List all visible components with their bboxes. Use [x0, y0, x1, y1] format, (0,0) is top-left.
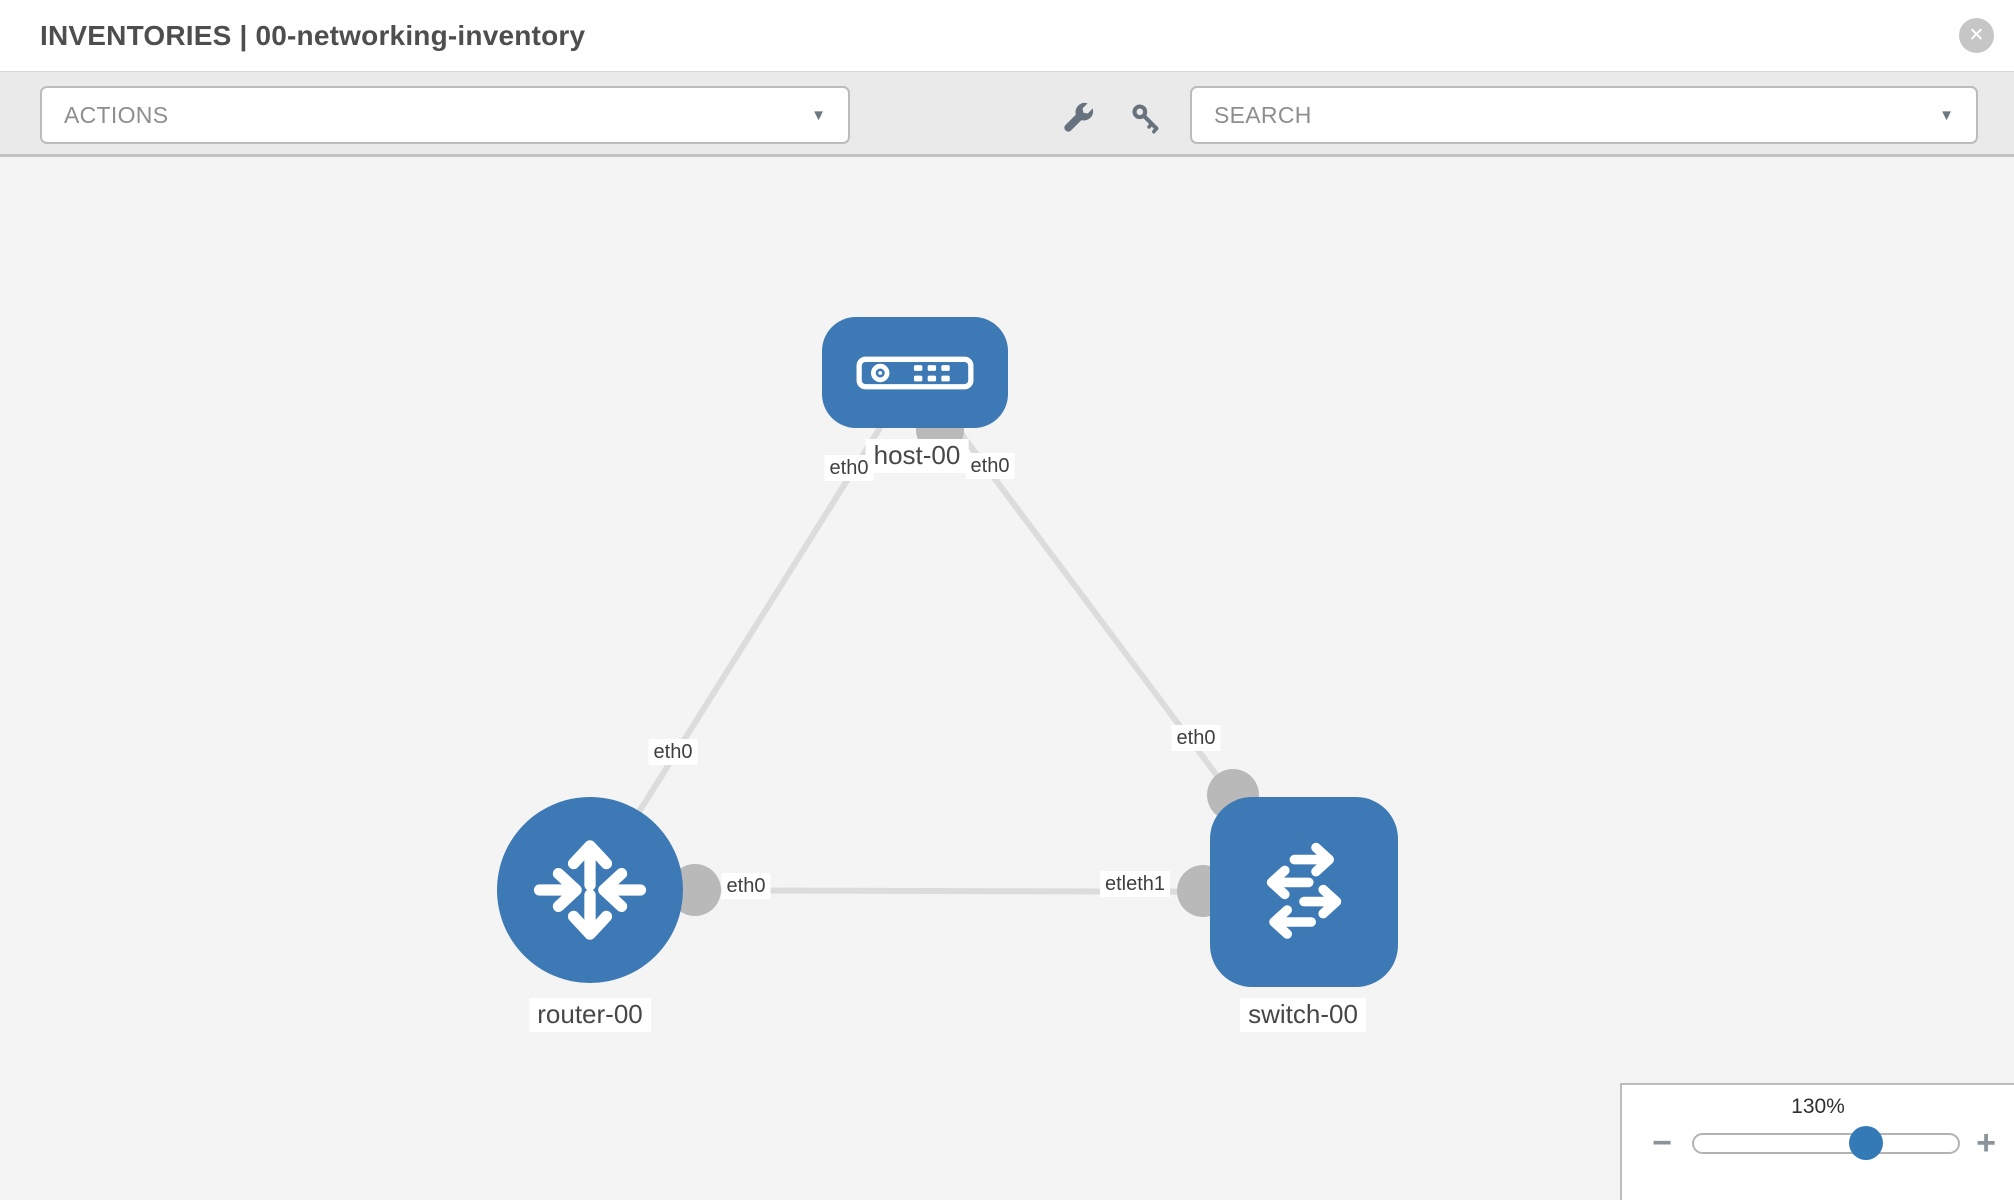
- actions-dropdown-label: ACTIONS: [64, 101, 169, 128]
- node-label-switch[interactable]: switch-00: [1240, 998, 1366, 1032]
- key-button[interactable]: [1126, 98, 1166, 138]
- interface-label-host-router-b: eth0: [648, 739, 698, 765]
- search-dropdown-label: SEARCH: [1214, 101, 1312, 128]
- topology-canvas[interactable]: host-00 router-00 switch-00 eth0 eth0 et…: [0, 157, 2014, 1200]
- key-icon: [1132, 104, 1159, 134]
- minus-icon: −: [1652, 1123, 1672, 1162]
- interface-label-router-switch-b: etleth1: [1099, 871, 1171, 897]
- page-title: INVENTORIES | 00-networking-inventory: [40, 19, 586, 51]
- switch-arrows-icon: [1266, 842, 1342, 939]
- zoom-out-button[interactable]: −: [1642, 1123, 1682, 1163]
- chevron-down-icon: ▼: [1939, 106, 1954, 124]
- zoom-in-button[interactable]: +: [1966, 1123, 2006, 1163]
- close-button[interactable]: ✕: [1959, 18, 1994, 53]
- zoom-slider-handle[interactable]: [1849, 1126, 1883, 1160]
- search-dropdown[interactable]: SEARCH ▼: [1190, 86, 1978, 144]
- zoom-level-text: 130%: [1791, 1095, 1845, 1118]
- interface-label-host-router-a: eth0: [824, 455, 874, 481]
- interface-label-router-switch-a: eth0: [721, 873, 771, 899]
- node-router-00[interactable]: [497, 797, 683, 983]
- links-layer: [587, 370, 1307, 917]
- wrench-icon: [1064, 102, 1094, 132]
- page-header: INVENTORIES | 00-networking-inventory ✕: [0, 0, 2014, 72]
- interface-label-host-switch-b: eth0: [1171, 725, 1221, 751]
- chevron-down-icon: ▼: [811, 106, 826, 124]
- node-host-00[interactable]: [822, 317, 1008, 428]
- plus-icon: +: [1976, 1123, 1996, 1162]
- node-label-router[interactable]: router-00: [529, 998, 651, 1032]
- close-icon: ✕: [1968, 25, 1985, 46]
- zoom-panel: 130% − +: [1620, 1083, 2014, 1200]
- wrench-button[interactable]: [1058, 98, 1098, 138]
- toolbar: ACTIONS ▼ SEARCH ▼: [0, 72, 2014, 157]
- node-label-host[interactable]: host-00: [865, 439, 969, 473]
- router-arrows-icon: [533, 840, 647, 940]
- actions-dropdown[interactable]: ACTIONS ▼: [40, 86, 850, 144]
- interface-label-host-switch-a: eth0: [965, 453, 1015, 479]
- zoom-slider-track[interactable]: [1692, 1126, 1960, 1160]
- node-switch-00[interactable]: [1210, 797, 1398, 987]
- server-icon: [856, 356, 974, 389]
